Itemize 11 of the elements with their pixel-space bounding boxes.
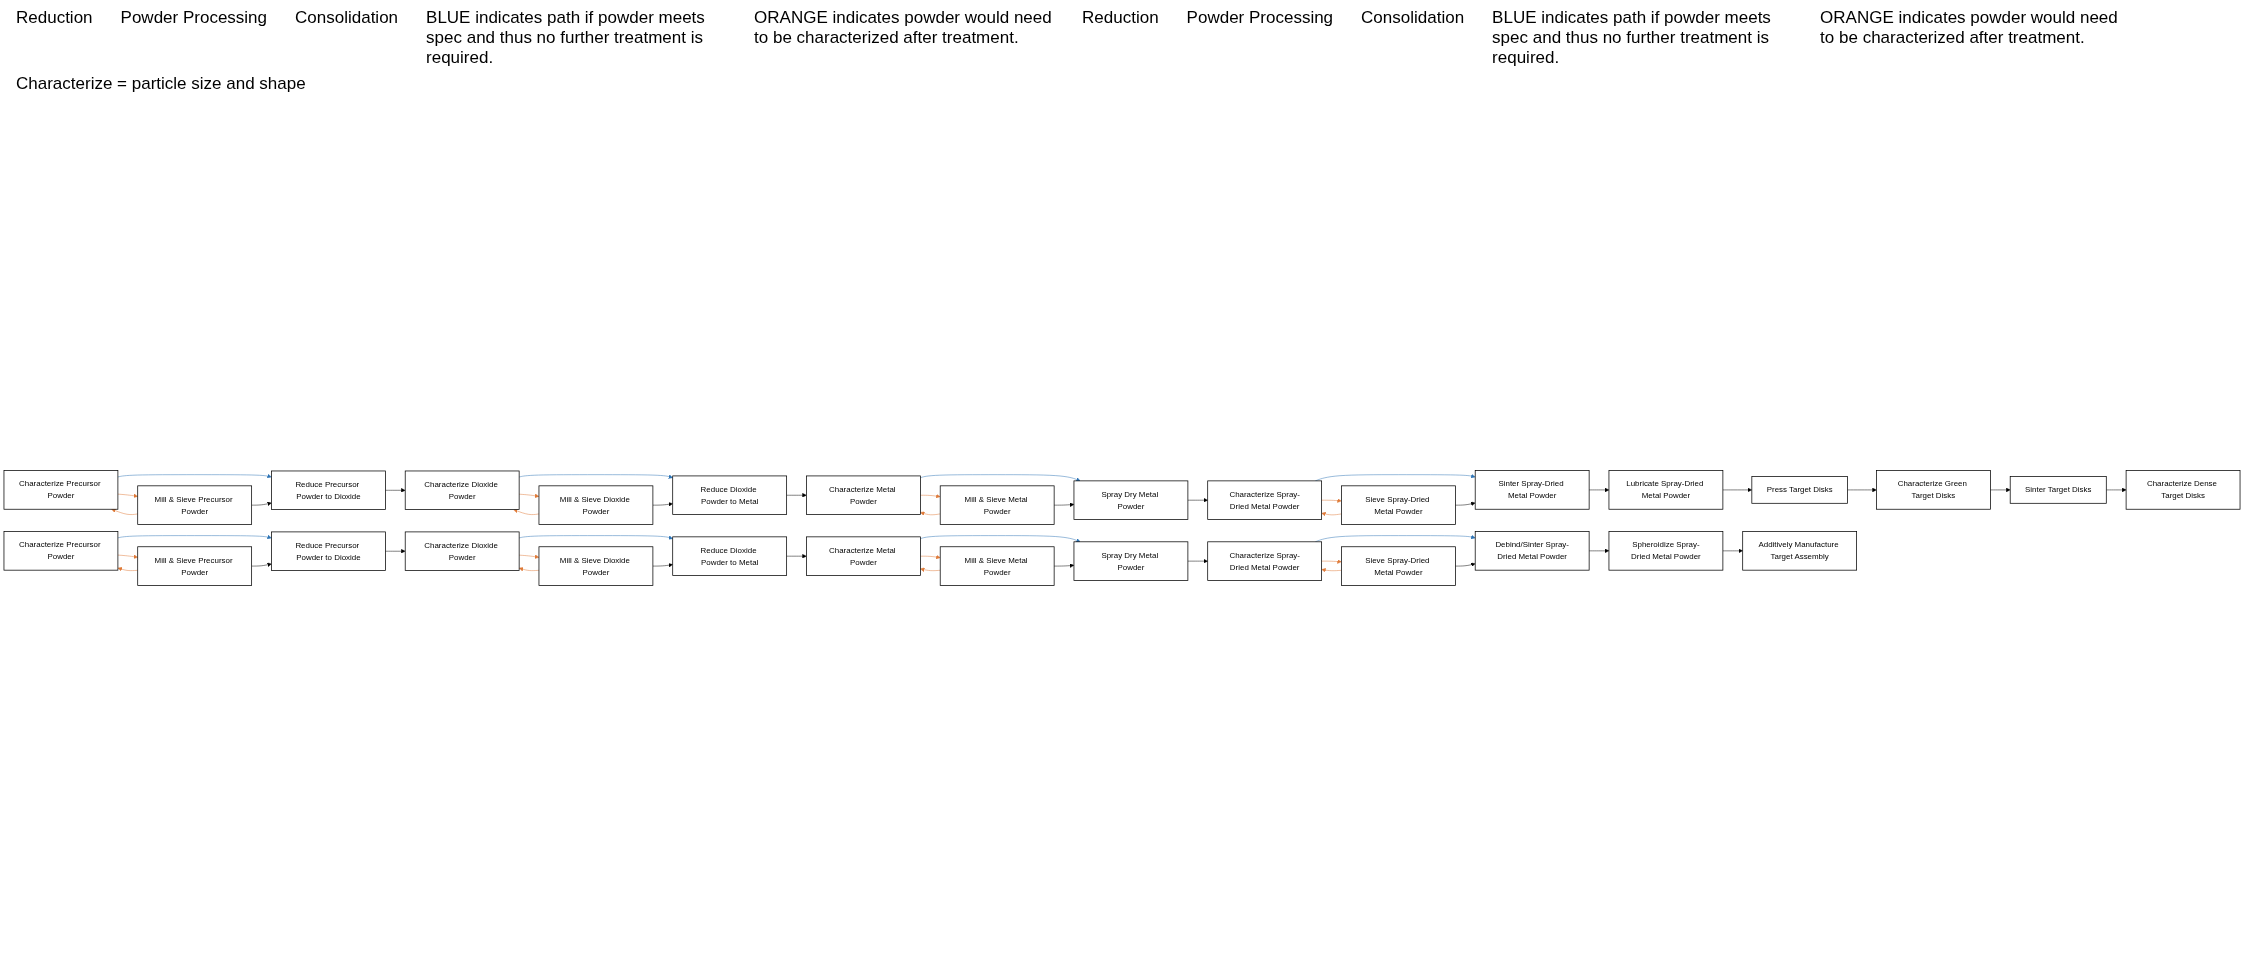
note-text: Reduction [1082, 8, 1159, 29]
note-text: ORANGE indicates powder would need to be characterized after treatment. [754, 8, 1053, 49]
note-text: Consolidation [1361, 8, 1465, 29]
note-text: BLUE indicates path if powder meets spec and thus no further treatment is required. [1492, 8, 1772, 68]
note-text: Powder Processing [1186, 8, 1334, 29]
note-text: Reduction [16, 8, 93, 29]
note-text: Characterize = particle size and shape [16, 74, 306, 94]
note-text: Consolidation [295, 8, 399, 29]
note-text: ORANGE indicates powder would need to be characterized after treatment. [1820, 8, 2119, 49]
note-text: BLUE indicates path if powder meets spec and thus no further treatment is required. [426, 8, 706, 68]
note-text: Powder Processing [120, 8, 268, 29]
